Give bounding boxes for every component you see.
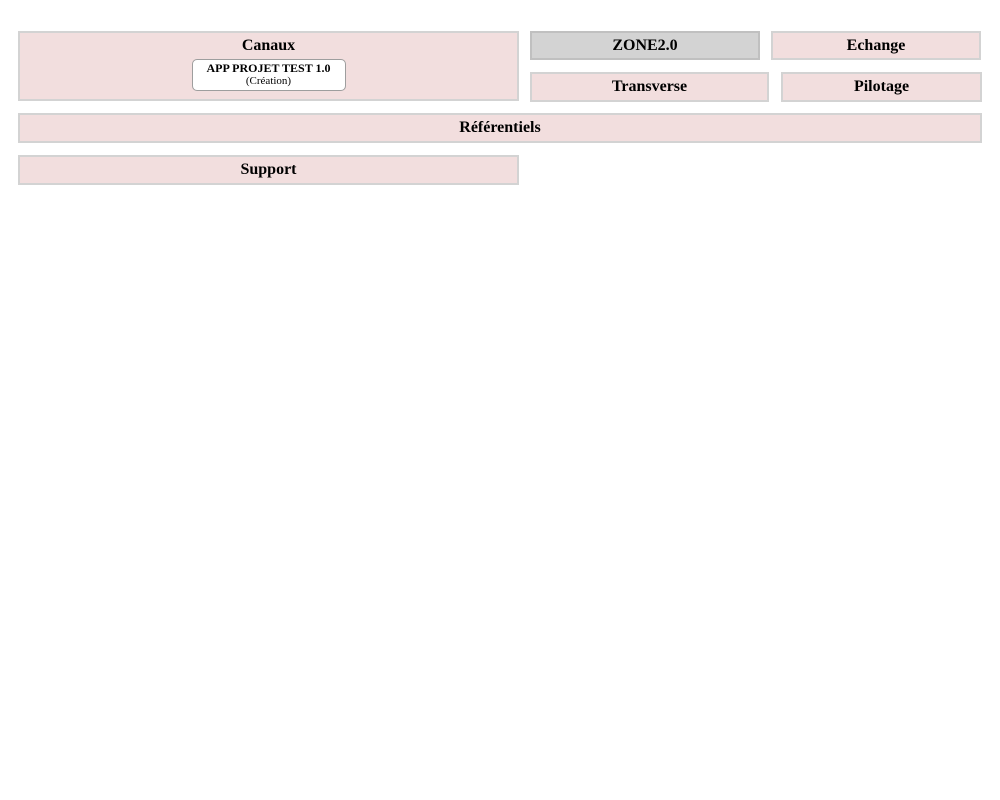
zone-referentiels[interactable]: Référentiels [18, 113, 982, 143]
zone-transverse[interactable]: Transverse [530, 72, 769, 102]
zone-echange[interactable]: Echange [771, 31, 981, 60]
app-node-subtitle: (Création) [245, 75, 292, 87]
zone-transverse-label: Transverse [611, 78, 688, 95]
zone-support-label: Support [240, 161, 297, 178]
zone-echange-label: Echange [846, 36, 906, 54]
zone-pilotage[interactable]: Pilotage [781, 72, 982, 102]
zone-support[interactable]: Support [18, 155, 519, 185]
zone-referentiels-label: Référentiels [459, 119, 541, 136]
zone-zone2-0[interactable]: ZONE2.0 [530, 31, 760, 60]
zone-pilotage-label: Pilotage [853, 78, 910, 95]
app-node-projet-test[interactable]: APP PROJET TEST 1.0 (Création) [191, 59, 346, 91]
app-node-title: APP PROJET TEST 1.0 [206, 61, 331, 75]
zone-zone2-0-label: ZONE2.0 [612, 36, 678, 54]
zone-canaux[interactable]: Canaux APP PROJET TEST 1.0 (Création) [18, 31, 519, 101]
zone-canaux-label: Canaux [241, 37, 296, 54]
